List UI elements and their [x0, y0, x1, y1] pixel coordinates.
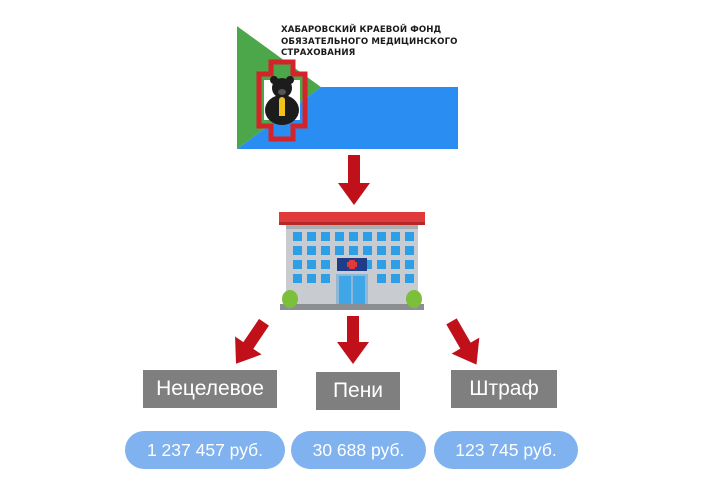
- fund-name-line-2: ОБЯЗАТЕЛЬНОГО МЕДИЦИНСКОГО: [281, 36, 458, 47]
- amount-pill-non-target: 1 237 457 руб.: [125, 431, 285, 469]
- arrow-to-category-middle: [337, 316, 369, 364]
- category-box-penalty-fees: Пени: [316, 372, 400, 410]
- fund-name-line-1: ХАБАРОВСКИЙ КРАЕВОЙ ФОНД: [281, 25, 442, 35]
- fund-name-line-3: СТРАХОВАНИЯ: [281, 48, 356, 58]
- arrow-down-to-hospital: [338, 155, 370, 205]
- amount-pill-penalty-fees: 30 688 руб.: [291, 431, 426, 469]
- category-box-fine: Штраф: [451, 370, 557, 408]
- hospital-building-icon: [279, 212, 425, 310]
- fund-name: ХАБАРОВСКИЙ КРАЕВОЙ ФОНД ОБЯЗАТЕЛЬНОГО М…: [281, 25, 481, 60]
- amount-pill-fine: 123 745 руб.: [434, 431, 578, 469]
- fund-flag-logo: [237, 26, 458, 149]
- arrow-to-category-right: [446, 318, 480, 365]
- category-box-non-target: Нецелевое: [143, 370, 277, 408]
- arrow-to-category-left: [235, 318, 269, 364]
